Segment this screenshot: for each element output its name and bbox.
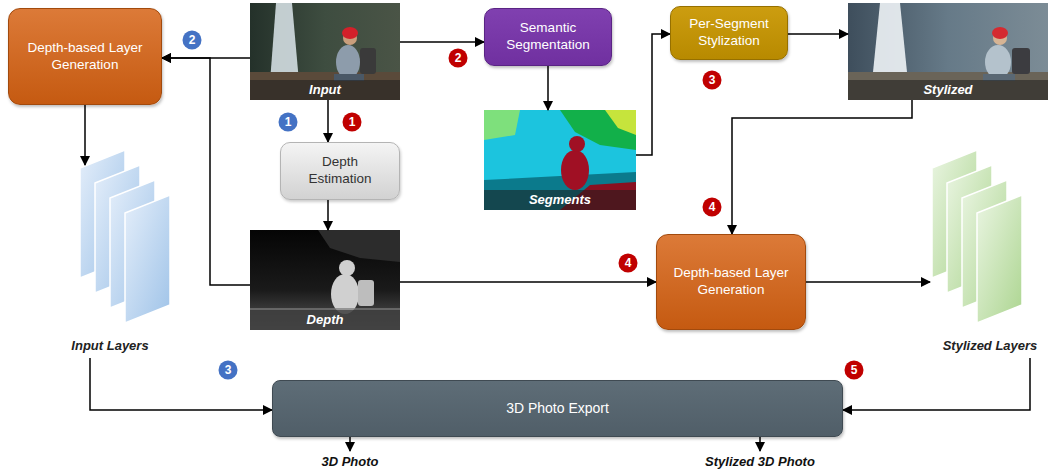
input-photo [250,3,400,100]
image-panel: Stylized [848,3,1048,100]
segment-tree [484,110,520,140]
box-label: Semantic Segmentation [495,20,601,54]
callout-number: 1 [343,113,362,132]
process-box: Per-Segment Stylization [670,6,788,60]
image-caption: Stylized [848,80,1048,100]
backpack [1012,48,1030,74]
backpack [360,48,376,74]
callout-number: 5 [845,361,864,380]
stack-label: Stylized Layers [930,338,1050,354]
output-arrow [759,437,761,451]
process-box: 3D Photo Export [272,380,843,437]
process-box: Depth Estimation [280,142,400,200]
output-arrow [349,437,351,451]
callout-number: 4 [619,254,638,273]
segment-water [484,172,636,210]
output-label: Stylized 3D Photo [705,454,815,470]
layer-stack: Input Layers [50,150,170,358]
stylized-layer-stack [932,150,1022,323]
process-box: Semantic Segmentation [484,8,612,66]
callout-number: 3 [703,71,722,90]
flow-arrow [162,58,250,285]
layer-sheet [977,195,1022,323]
segment-head [569,136,585,152]
stack-label: Input Layers [50,338,170,354]
flow-arrow [327,100,329,142]
red-hat [342,27,358,39]
photo-background [848,3,1048,100]
box-label: Per-Segment Stylization [681,16,777,50]
layer-stack: Stylized Layers [930,150,1050,358]
segment-person [561,150,589,190]
segment-map [484,110,636,210]
depth-far [318,230,400,262]
rocks [848,72,1048,100]
layer-sheet [125,195,170,323]
image-panel: Input [250,3,400,100]
callout-number: 4 [703,198,722,217]
flow-arrow [788,33,848,35]
callout-number: 2 [449,49,468,68]
segment-grass [605,110,636,135]
process-box: Depth-based Layer Generation [8,8,162,105]
input-layer-stack [80,150,170,323]
image-caption: Segments [484,190,636,210]
output-label: 3D Photo [321,454,378,470]
flow-arrow [400,41,484,43]
flow-arrow [84,105,86,165]
process-box: Depth-based Layer Generation [656,234,806,330]
flow-arrow [547,66,549,110]
depth-background [250,230,400,330]
flow-arrow [732,100,912,234]
person-body [336,45,360,79]
flow-arrow [636,34,670,155]
waterfall [872,3,908,82]
rocks [250,72,400,100]
photo-background [250,3,400,100]
segment-sky [484,110,636,210]
box-label: Depth-based Layer Generation [19,40,151,74]
flow-arrow [806,281,930,283]
flow-arrow [90,358,272,410]
depth-map [250,230,400,330]
red-hat [992,27,1008,39]
box-label: Depth-based Layer Generation [667,265,795,299]
depth-backpack [358,280,374,306]
flow-arrow [843,358,1030,410]
depth-ground [250,308,400,330]
image-panel: Depth [250,230,400,330]
callout-number: 3 [219,361,238,380]
stylized-photo [848,3,1048,100]
flow-arrow [327,200,329,230]
image-panel: Segments [484,110,636,210]
waterfall [270,3,299,82]
box-label: 3D Photo Export [506,400,609,418]
callout-number: 1 [279,113,298,132]
callout-number: 2 [183,31,202,50]
depth-head [339,260,355,276]
person-body [985,45,1011,79]
image-caption: Input [250,80,400,100]
box-label: Depth Estimation [291,154,389,188]
flow-arrow [400,281,656,283]
image-caption: Depth [250,310,400,330]
